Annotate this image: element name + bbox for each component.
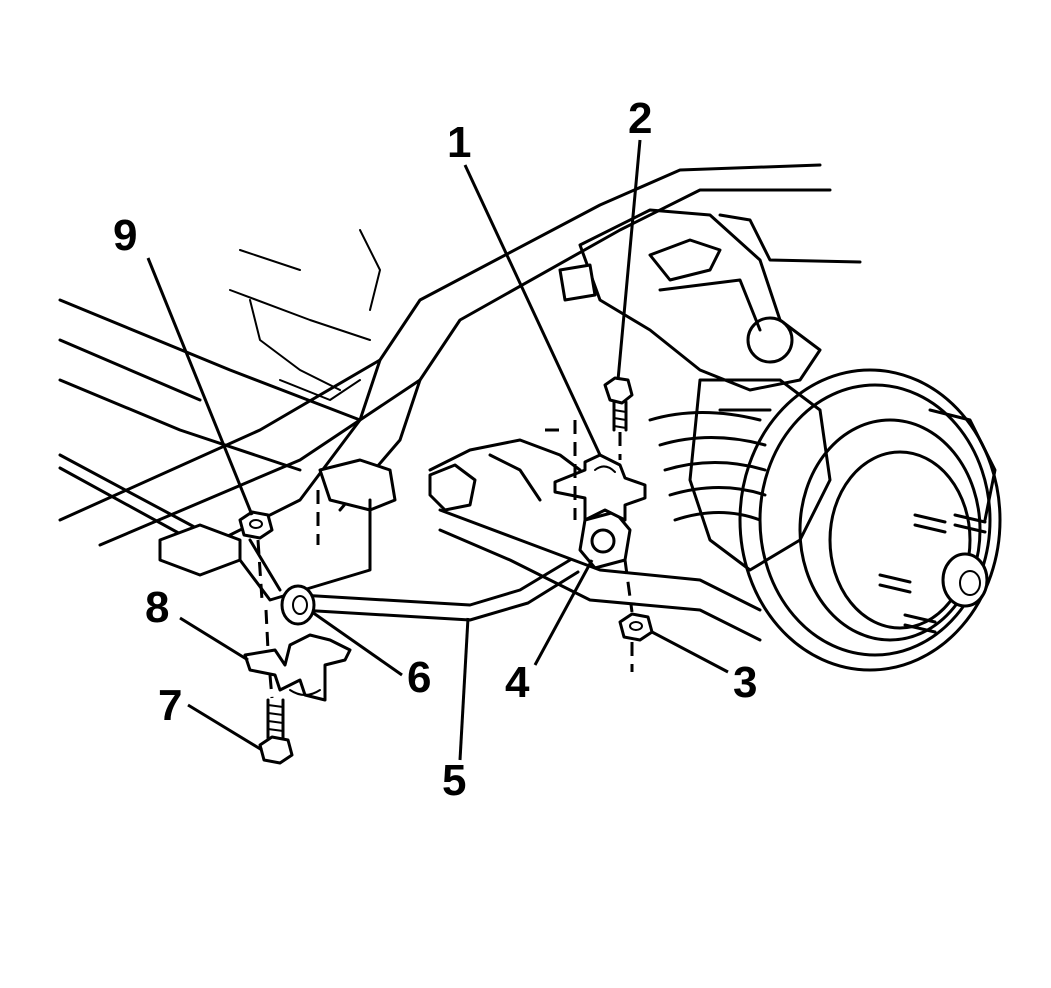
stabilizer-bushing-right — [578, 510, 632, 570]
frame-bracket — [158, 458, 397, 602]
stabilizer-bracket-left — [243, 633, 352, 702]
callout-1: 1 — [447, 118, 471, 167]
frame-rail — [58, 163, 832, 547]
callout-9: 9 — [113, 211, 137, 260]
upper-control-arm — [558, 208, 862, 392]
leader-lines — [146, 139, 729, 761]
nut-3 — [618, 612, 654, 642]
callout-5: 5 — [442, 756, 466, 805]
lower-control-arm — [428, 438, 762, 642]
brake-line — [58, 453, 202, 544]
coil-spring — [648, 411, 767, 522]
bolt-7 — [258, 698, 294, 765]
stabilizer-bar — [298, 558, 580, 622]
stabilizer-bushing-left — [280, 584, 316, 626]
nut-9 — [238, 510, 274, 540]
brake-rotor — [738, 368, 1002, 672]
callout-3: 3 — [733, 658, 757, 707]
callout-4: 4 — [505, 658, 530, 707]
callout-8: 8 — [145, 583, 169, 632]
wheel-studs — [878, 513, 987, 634]
assembly-lines — [256, 420, 634, 699]
wheel-hub — [941, 552, 989, 608]
stabilizer-clamp-right — [553, 453, 647, 522]
callout-2: 2 — [628, 94, 652, 143]
callout-6: 6 — [407, 653, 431, 702]
callout-7: 7 — [158, 681, 182, 730]
bolt-2 — [603, 376, 634, 432]
